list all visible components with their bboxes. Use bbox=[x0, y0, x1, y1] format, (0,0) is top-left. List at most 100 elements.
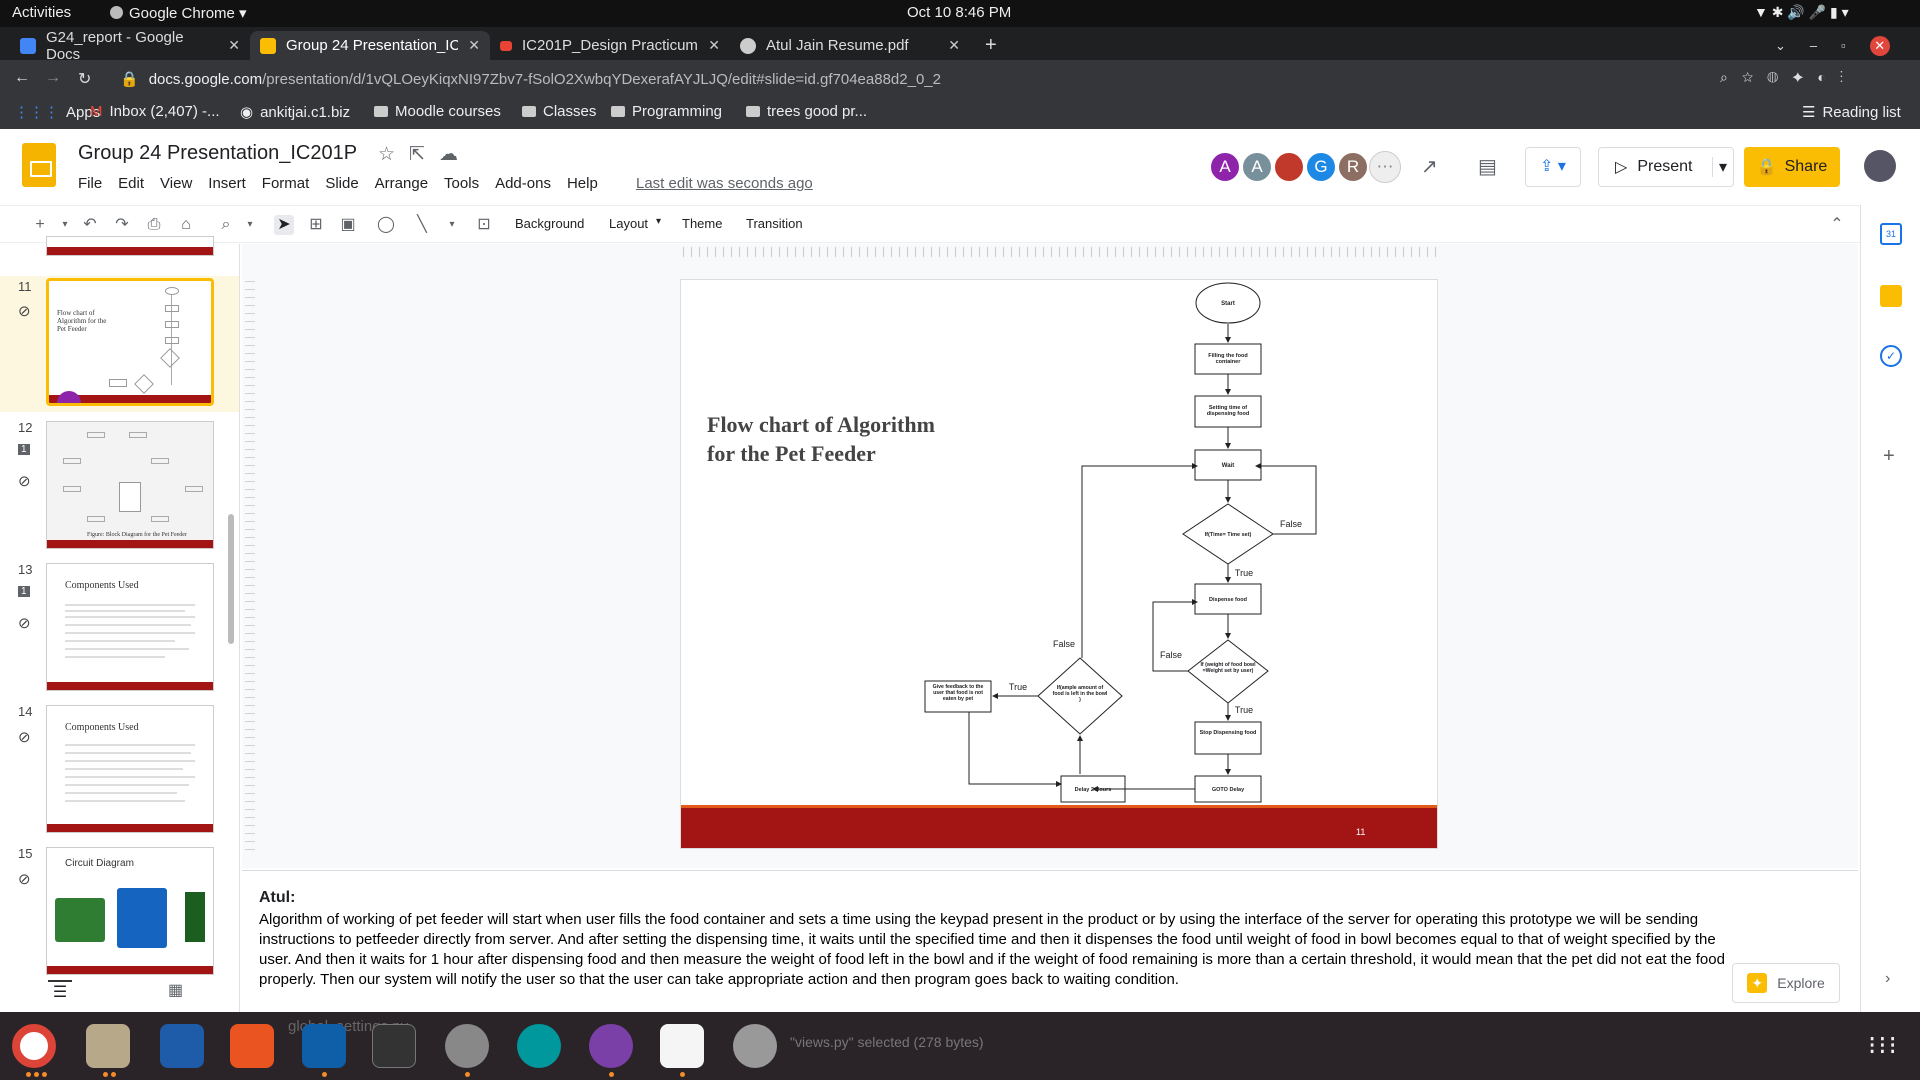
menu-help[interactable]: Help bbox=[566, 175, 598, 192]
more-collaborators-icon[interactable]: ⋯ bbox=[1369, 151, 1401, 183]
clock[interactable]: Oct 10 8:46 PM bbox=[907, 4, 1012, 21]
transition-button[interactable]: Transition bbox=[746, 216, 803, 231]
menu-edit[interactable]: Edit bbox=[118, 175, 145, 192]
menu-format[interactable]: Format bbox=[261, 175, 310, 192]
keep-icon[interactable] bbox=[1880, 285, 1902, 307]
slide-title[interactable]: Flow chart of Algorithm for the Pet Feed… bbox=[707, 412, 935, 466]
new-slide-icon[interactable]: + bbox=[35, 216, 45, 233]
present-button[interactable]: ▷ Present ▾ bbox=[1598, 147, 1734, 187]
avatar[interactable]: A bbox=[1209, 151, 1241, 183]
disk-utility-icon[interactable] bbox=[733, 1024, 777, 1068]
window-controls[interactable]: ⌄ – ▫ ✕ bbox=[1765, 31, 1900, 60]
slide-thumbnail-15[interactable]: Circuit Diagram bbox=[46, 847, 214, 975]
document-viewer-icon[interactable] bbox=[160, 1024, 204, 1068]
bookmark-programming[interactable]: Programming bbox=[611, 103, 722, 120]
text-box-icon[interactable]: ⊞ bbox=[309, 216, 323, 233]
explore-button[interactable]: ✦ Explore bbox=[1732, 963, 1840, 1003]
forward-icon[interactable]: → bbox=[45, 69, 61, 86]
new-tab-button[interactable]: + bbox=[985, 34, 997, 56]
layout-button[interactable]: Layout bbox=[609, 216, 649, 231]
tab-group24-presentation[interactable]: Group 24 Presentation_IC ✕ bbox=[250, 31, 490, 60]
comment-add-icon[interactable]: ⊡ bbox=[477, 216, 491, 233]
avatar[interactable]: A bbox=[1241, 151, 1273, 183]
menu-addons[interactable]: Add-ons bbox=[495, 175, 551, 192]
avatar[interactable] bbox=[1864, 150, 1896, 182]
share-button[interactable]: 🔒 Share bbox=[1744, 147, 1840, 187]
calendar-icon[interactable]: 31 bbox=[1880, 223, 1902, 245]
theme-button[interactable]: Theme bbox=[682, 216, 723, 231]
activities-button[interactable]: Activities bbox=[12, 4, 72, 21]
menu-insert[interactable]: Insert bbox=[208, 175, 246, 192]
software-center-icon[interactable] bbox=[230, 1024, 274, 1068]
show-apps-grid-icon[interactable]: ⁝⁝⁝ bbox=[1868, 1030, 1899, 1060]
menu-tools[interactable]: Tools bbox=[444, 175, 480, 192]
avatar[interactable]: R bbox=[1337, 151, 1369, 183]
close-icon[interactable]: ✕ bbox=[948, 37, 960, 53]
bookmark-trees[interactable]: trees good pr... bbox=[746, 103, 867, 120]
files-icon[interactable] bbox=[86, 1024, 130, 1068]
chevron-down-icon[interactable]: ▾ bbox=[656, 216, 662, 227]
browser-action-icons[interactable]: ⌕☆◍✦◐⋮ bbox=[1720, 69, 1858, 85]
notes-text[interactable]: Algorithm of working of pet feeder will … bbox=[259, 911, 1725, 988]
add-addon-icon[interactable]: + bbox=[1883, 445, 1895, 467]
terminal-icon[interactable] bbox=[372, 1024, 416, 1068]
document-title[interactable]: Group 24 Presentation_IC201P bbox=[78, 142, 358, 164]
text-editor-icon[interactable] bbox=[660, 1024, 704, 1068]
activity-icon[interactable]: ↗ bbox=[1421, 156, 1438, 178]
arduino-icon[interactable] bbox=[517, 1024, 561, 1068]
chevron-down-icon[interactable]: ▾ bbox=[1711, 157, 1733, 177]
filmstrip-view-icon[interactable]: ☰ bbox=[48, 980, 72, 1002]
flowchart[interactable]: Start Filling the food container Setting… bbox=[681, 280, 1437, 805]
bookmark-moodle[interactable]: Moodle courses bbox=[374, 103, 501, 120]
slide-thumbnail-12[interactable]: Figure: Block Diagram for the Pet Feeder bbox=[46, 421, 214, 549]
zoom-icon[interactable]: ⌕ bbox=[221, 216, 231, 233]
close-icon[interactable]: ✕ bbox=[708, 37, 720, 53]
filmstrip-scrollbar[interactable] bbox=[228, 514, 234, 644]
speaker-notes-panel[interactable] bbox=[242, 870, 1858, 1010]
tab-g24-report[interactable]: G24_report - Google Docs ✕ bbox=[10, 29, 250, 63]
select-cursor-icon[interactable]: ➤ bbox=[274, 215, 294, 235]
github-desktop-icon[interactable] bbox=[589, 1024, 633, 1068]
app-menu[interactable]: Google Chrome ▾ bbox=[110, 4, 247, 22]
slide-thumbnail-13[interactable]: Components Used bbox=[46, 563, 214, 691]
star-move-cloud-icons[interactable]: ☆⇱☁ bbox=[378, 144, 472, 165]
redo-icon[interactable]: ↷ bbox=[115, 216, 129, 233]
print-icon[interactable]: ⎙ bbox=[147, 216, 161, 233]
last-edit-link[interactable]: Last edit was seconds ago bbox=[636, 175, 813, 192]
image-icon[interactable]: ▣ bbox=[340, 216, 356, 233]
chevron-down-icon[interactable]: ▾ bbox=[247, 219, 253, 230]
menu-slide[interactable]: Slide bbox=[325, 175, 359, 192]
expand-panel-icon[interactable]: › bbox=[1885, 970, 1891, 987]
slide[interactable] bbox=[681, 280, 1437, 848]
tab-ic201p[interactable]: IC201P_Design Practicum ✕ bbox=[490, 31, 730, 60]
paint-format-icon[interactable]: ⌂ bbox=[181, 216, 191, 233]
reload-icon[interactable]: ↻ bbox=[78, 71, 92, 88]
settings-gear-icon[interactable] bbox=[445, 1024, 489, 1068]
slides-logo-icon[interactable] bbox=[22, 143, 56, 187]
background-button[interactable]: Background bbox=[515, 216, 585, 231]
shape-icon[interactable]: ◯ bbox=[377, 216, 395, 233]
chevron-down-icon[interactable]: ▾ bbox=[62, 219, 68, 230]
tasks-icon[interactable]: ✓ bbox=[1880, 345, 1902, 367]
menu-view[interactable]: View bbox=[160, 175, 193, 192]
chrome-icon[interactable] bbox=[12, 1024, 56, 1068]
meet-present-button[interactable]: ⇪ ▾ bbox=[1525, 147, 1581, 187]
close-icon[interactable]: ✕ bbox=[468, 37, 480, 53]
url-field[interactable]: 🔒 docs.google.com/presentation/d/1vQLOey… bbox=[120, 70, 941, 89]
chevron-down-icon[interactable]: ▾ bbox=[449, 219, 455, 230]
vscode-icon[interactable] bbox=[302, 1024, 346, 1068]
bookmark-apps[interactable]: ⋮⋮⋮Apps bbox=[14, 103, 101, 122]
reading-list[interactable]: ☰Reading list bbox=[1802, 103, 1901, 122]
comments-icon[interactable]: ▤ bbox=[1478, 156, 1497, 178]
tab-resume-pdf[interactable]: Atul Jain Resume.pdf ✕ bbox=[730, 31, 970, 60]
undo-icon[interactable]: ↶ bbox=[83, 216, 97, 233]
menu-arrange[interactable]: Arrange bbox=[374, 175, 429, 192]
bookmark-classes[interactable]: Classes bbox=[522, 103, 596, 120]
menu-file[interactable]: File bbox=[78, 175, 103, 192]
collapse-chevron-icon[interactable]: ⌃ bbox=[1830, 216, 1844, 233]
avatar[interactable] bbox=[1273, 151, 1305, 183]
slide-thumbnail[interactable] bbox=[46, 236, 214, 256]
grid-view-icon[interactable]: ▦ bbox=[168, 982, 184, 999]
bookmark-ankitjai[interactable]: ◉ankitjai.c1.biz bbox=[240, 103, 351, 122]
